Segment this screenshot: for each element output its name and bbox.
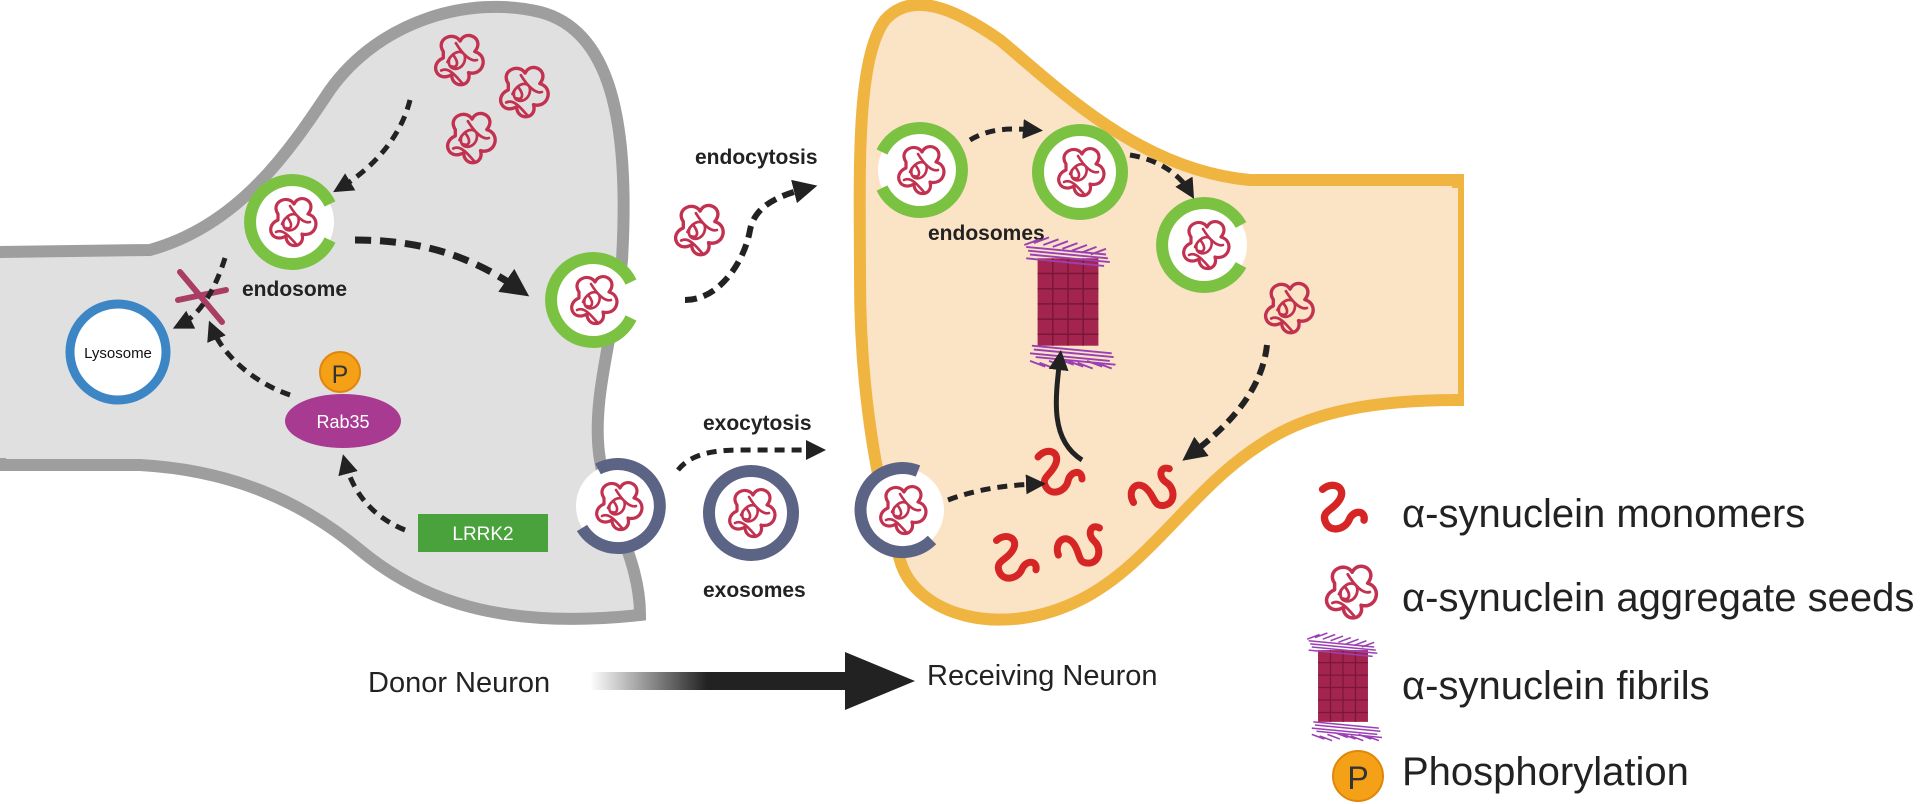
svg-text:LRRK2: LRRK2 bbox=[452, 524, 513, 545]
receiving-neuron-label: Receiving Neuron bbox=[927, 660, 1158, 692]
lysosome: Lysosome bbox=[65, 299, 171, 405]
endosome-label: endosome bbox=[242, 278, 347, 301]
legend-label: α-synuclein monomers bbox=[1402, 492, 1805, 536]
legend-label: α-synuclein aggregate seeds bbox=[1402, 576, 1914, 620]
aggregate-seed bbox=[673, 203, 725, 257]
receiving-neuron-body bbox=[853, 0, 1464, 626]
endocytosis-label: endocytosis bbox=[695, 146, 818, 169]
endosome-receiving-1 bbox=[876, 122, 968, 218]
endosomes-label: endosomes bbox=[928, 222, 1045, 245]
endosome-receiving-2 bbox=[1032, 124, 1128, 220]
pathway-arrows bbox=[172, 99, 1270, 533]
aggregate-seed-icon bbox=[1324, 564, 1379, 620]
legend-label: Phosphorylation bbox=[1402, 750, 1689, 794]
exocytosis-label: exocytosis bbox=[703, 412, 812, 435]
phosphorylation-icon: P bbox=[1332, 750, 1384, 802]
phosphorylation-badge: P bbox=[319, 351, 361, 393]
endosome-membrane bbox=[545, 252, 637, 348]
transmission-arrow bbox=[590, 652, 915, 710]
endosome-receiving-3 bbox=[1156, 197, 1247, 293]
blocked-x-icon bbox=[175, 269, 229, 325]
svg-text:Rab35: Rab35 bbox=[316, 412, 369, 432]
endosome-donor bbox=[244, 174, 336, 270]
svg-text:Lysosome: Lysosome bbox=[84, 345, 152, 362]
legend: α-synuclein monomers α-synuclein aggrega… bbox=[1306, 484, 1914, 802]
fibril-icon bbox=[1306, 632, 1383, 742]
receiving-vesicle bbox=[854, 462, 944, 559]
legend-label: α-synuclein fibrils bbox=[1402, 664, 1710, 708]
svg-text:P: P bbox=[1347, 760, 1368, 796]
donor-neuron-label: Donor Neuron bbox=[368, 667, 550, 699]
exosomes-label: exosomes bbox=[703, 579, 806, 602]
monomer-icon bbox=[1316, 484, 1369, 534]
svg-text:P: P bbox=[332, 361, 349, 389]
exosome bbox=[703, 465, 799, 561]
rab35-protein: Rab35 bbox=[285, 394, 401, 448]
lrrk2-box: LRRK2 bbox=[418, 514, 548, 552]
exocytosis-vesicle bbox=[576, 458, 666, 555]
